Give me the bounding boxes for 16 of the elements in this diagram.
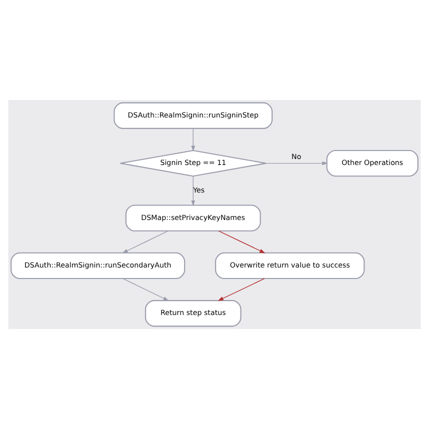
edge-label: No [292, 152, 302, 161]
arrow [218, 230, 266, 253]
arrow [191, 128, 196, 151]
arrow [122, 278, 169, 300]
node-diamond: Signin Step == 11 [120, 149, 267, 176]
node-box: DSAuth::RealmSignin::runSigninStep [114, 102, 273, 128]
node-box: Return step status [144, 300, 242, 326]
arrow [266, 160, 328, 165]
node-box: DSAuth::RealmSignin::runSecondaryAuth [10, 252, 186, 279]
arrow [218, 278, 265, 300]
arrow [122, 230, 168, 253]
arrow [191, 175, 196, 206]
node-box: Other Operations [326, 149, 418, 176]
node-box: Overwrite return value to success [215, 252, 365, 279]
edge-label: Yes [193, 184, 205, 194]
node-box: DSMap::setPrivacyKeyNames [125, 204, 261, 231]
